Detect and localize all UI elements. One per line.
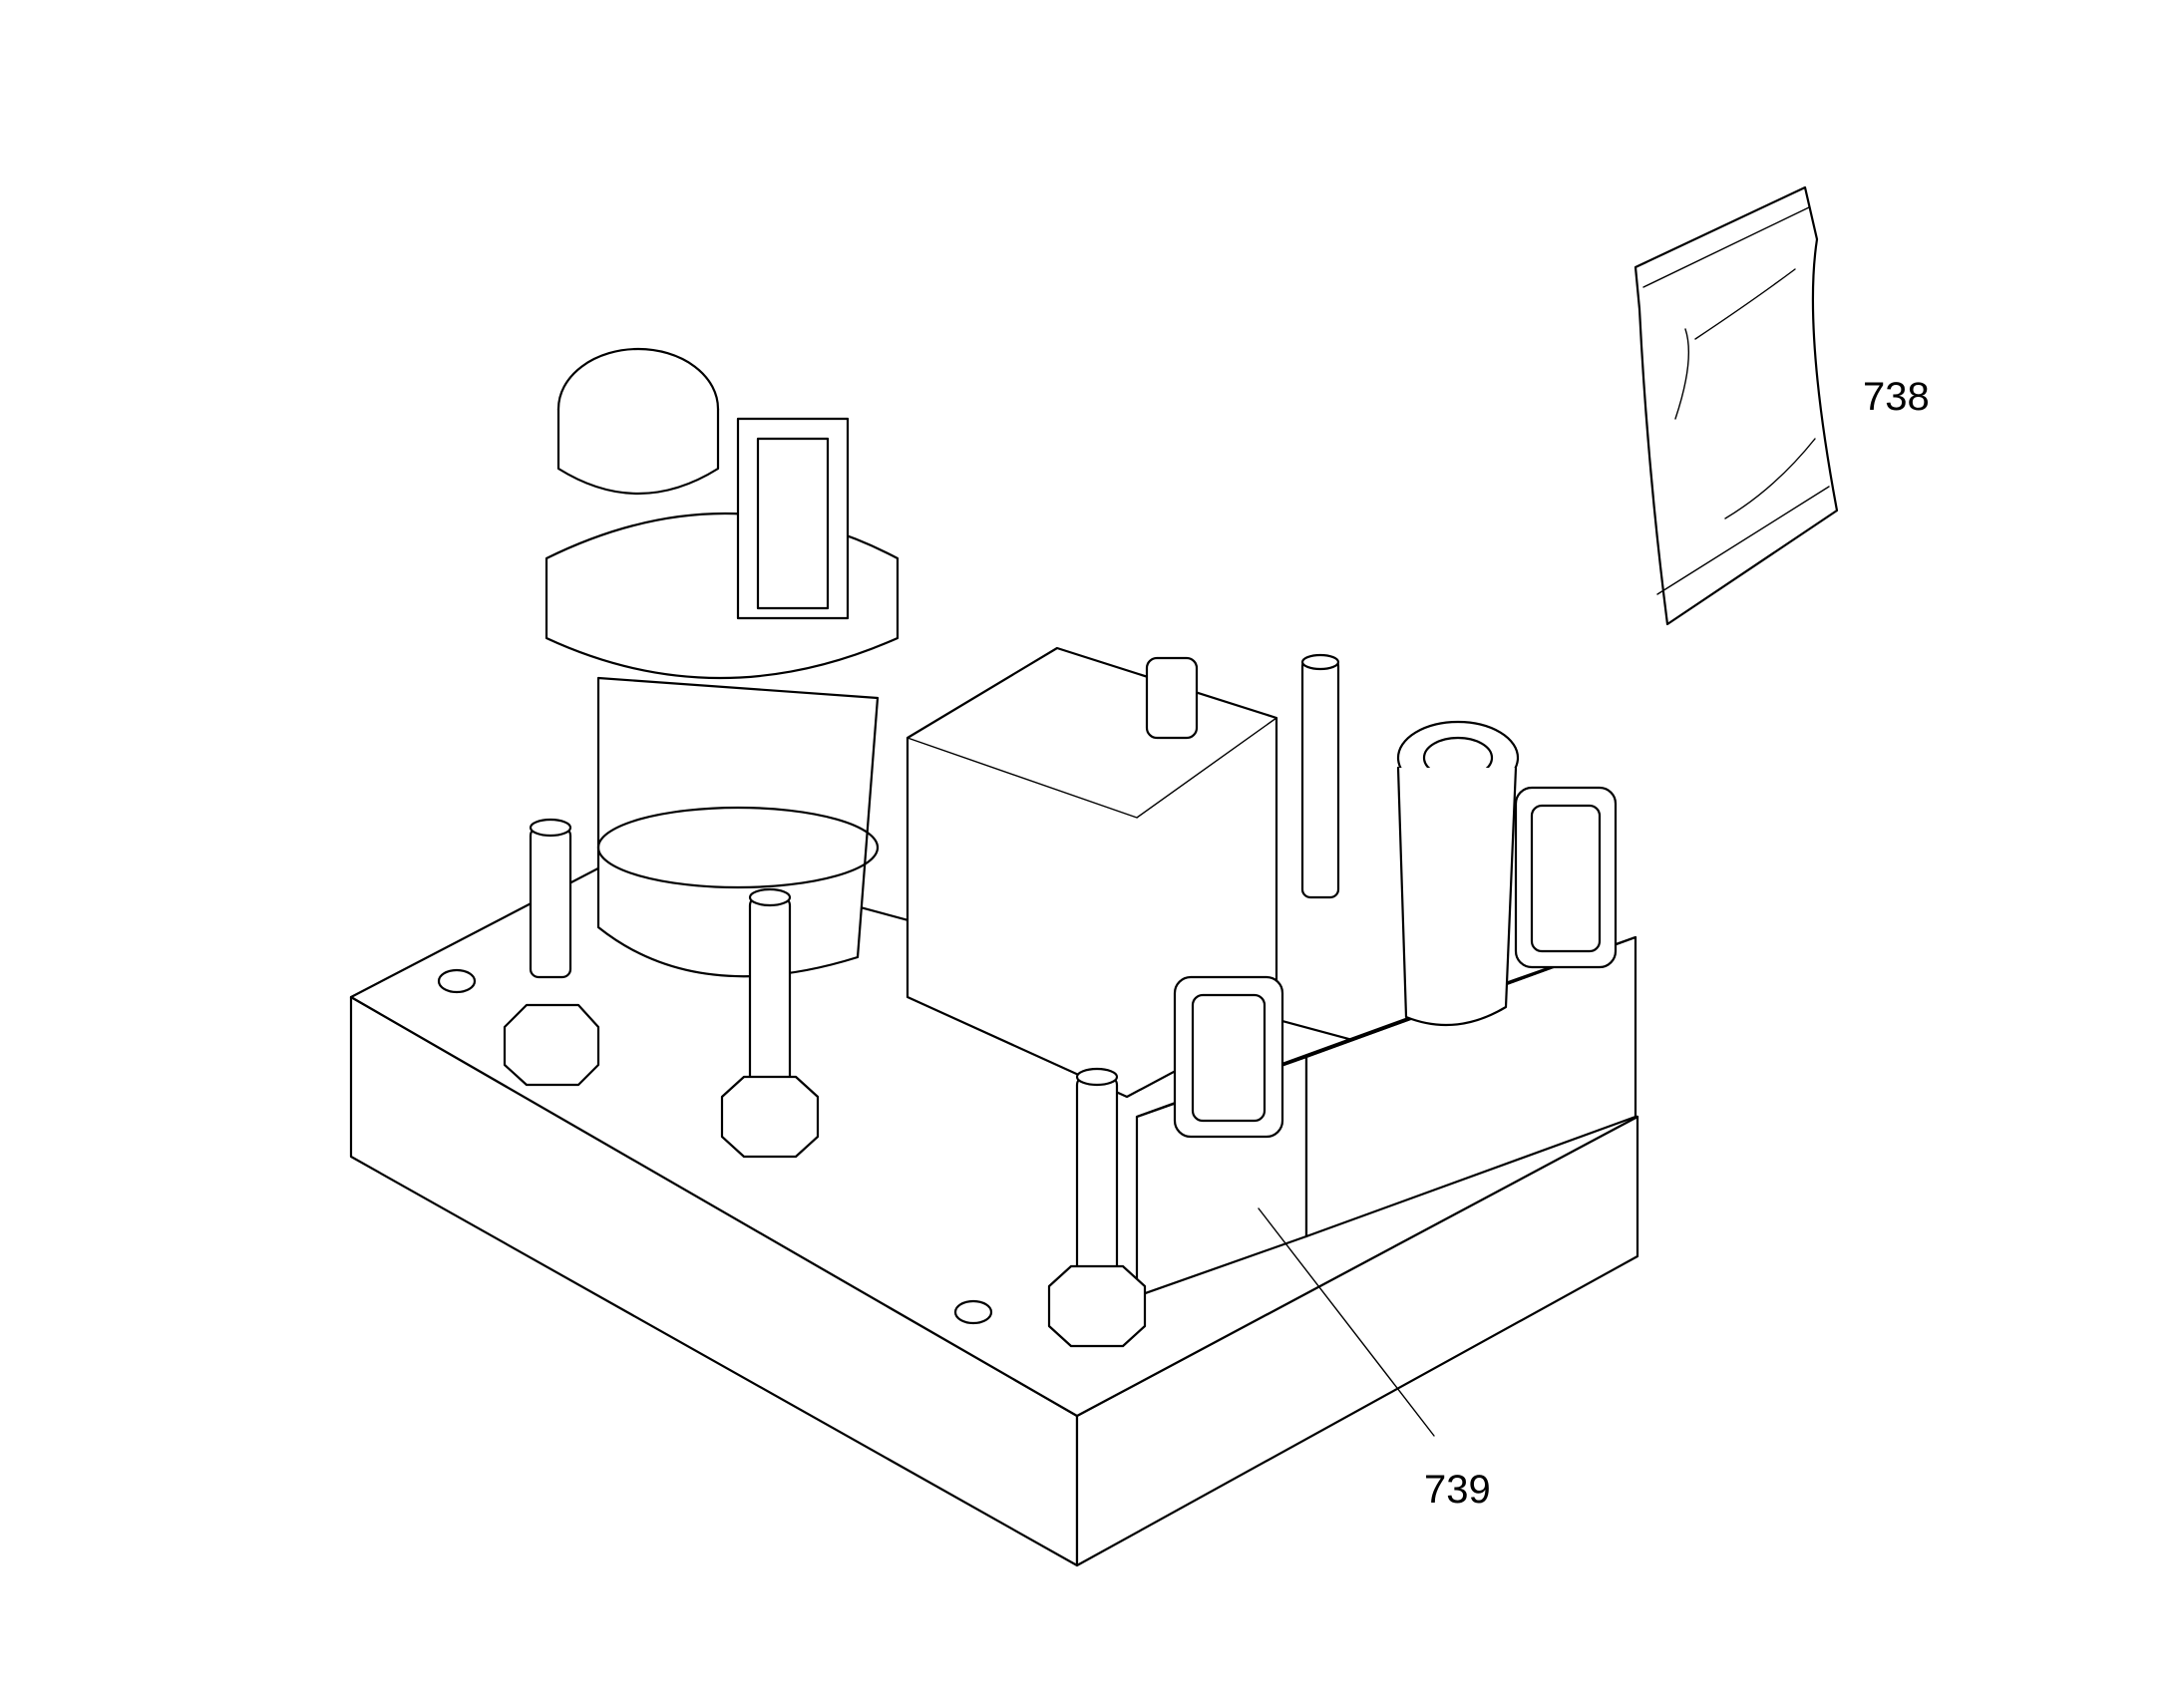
- fitting-top-right: [1300, 653, 1340, 899]
- electrical-connector-right: [1514, 786, 1618, 969]
- fitting-center-left: [720, 887, 820, 1159]
- reference-numeral-739: 739: [1424, 1468, 1491, 1512]
- leader-line-739: [1258, 1207, 1435, 1437]
- pump-motor: [545, 347, 900, 978]
- reference-numeral-738: 738: [1863, 375, 1930, 419]
- fitting-rear-left: [503, 818, 600, 1087]
- port-fitting: [1396, 720, 1520, 1027]
- fitting-front: [1047, 1067, 1147, 1348]
- sealed-bag: [1634, 185, 1839, 626]
- electrical-connector-front: [1173, 975, 1284, 1139]
